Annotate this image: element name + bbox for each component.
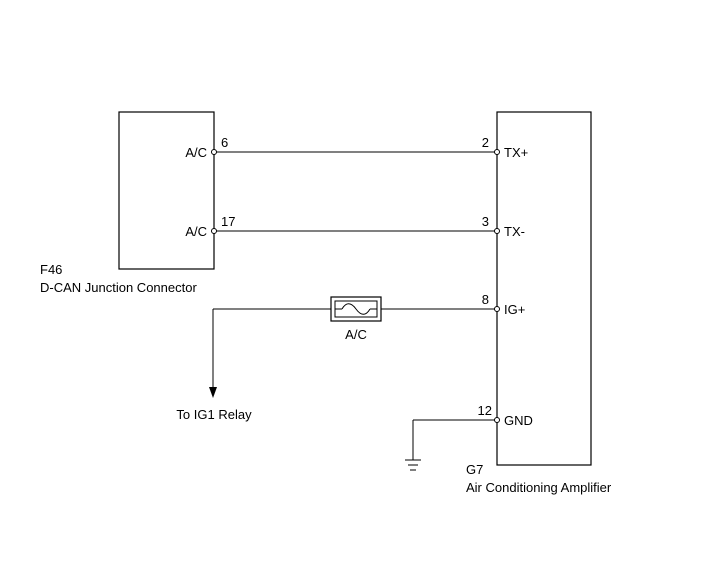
amplifier-box: [496, 111, 592, 466]
g7-pin-number-8: 8: [482, 292, 489, 307]
f46-name: D-CAN Junction Connector: [40, 280, 197, 295]
pin-g7-3: [494, 228, 500, 234]
g7-name: Air Conditioning Amplifier: [466, 480, 612, 495]
arrow-down-icon: [209, 387, 217, 398]
pin-f46-17: [211, 228, 217, 234]
pin-f46-6: [211, 149, 217, 155]
g7-pin-label-gnd: GND: [504, 413, 533, 428]
g7-pin-number-3: 3: [482, 214, 489, 229]
fuse-label: A/C: [345, 327, 367, 342]
g7-code: G7: [466, 462, 483, 477]
f46-pin-number-6: 6: [221, 135, 228, 150]
g7-pin-label-txm: TX-: [504, 224, 525, 239]
f46-pin-number-17: 17: [221, 214, 235, 229]
g7-pin-number-2: 2: [482, 135, 489, 150]
f46-pin-label-17: A/C: [185, 224, 207, 239]
g7-pin-number-12: 12: [478, 403, 492, 418]
pin-g7-2: [494, 149, 500, 155]
g7-pin-label-txp: TX+: [504, 145, 528, 160]
ground-icon: [405, 459, 421, 471]
relay-label: To IG1 Relay: [176, 407, 252, 422]
f46-pin-label-6: A/C: [185, 145, 207, 160]
fuse-icon: [330, 296, 382, 322]
f46-code: F46: [40, 262, 62, 277]
junction-connector-box: [118, 111, 215, 270]
pin-g7-8: [494, 306, 500, 312]
g7-pin-label-igp: IG+: [504, 302, 525, 317]
pin-g7-12: [494, 417, 500, 423]
